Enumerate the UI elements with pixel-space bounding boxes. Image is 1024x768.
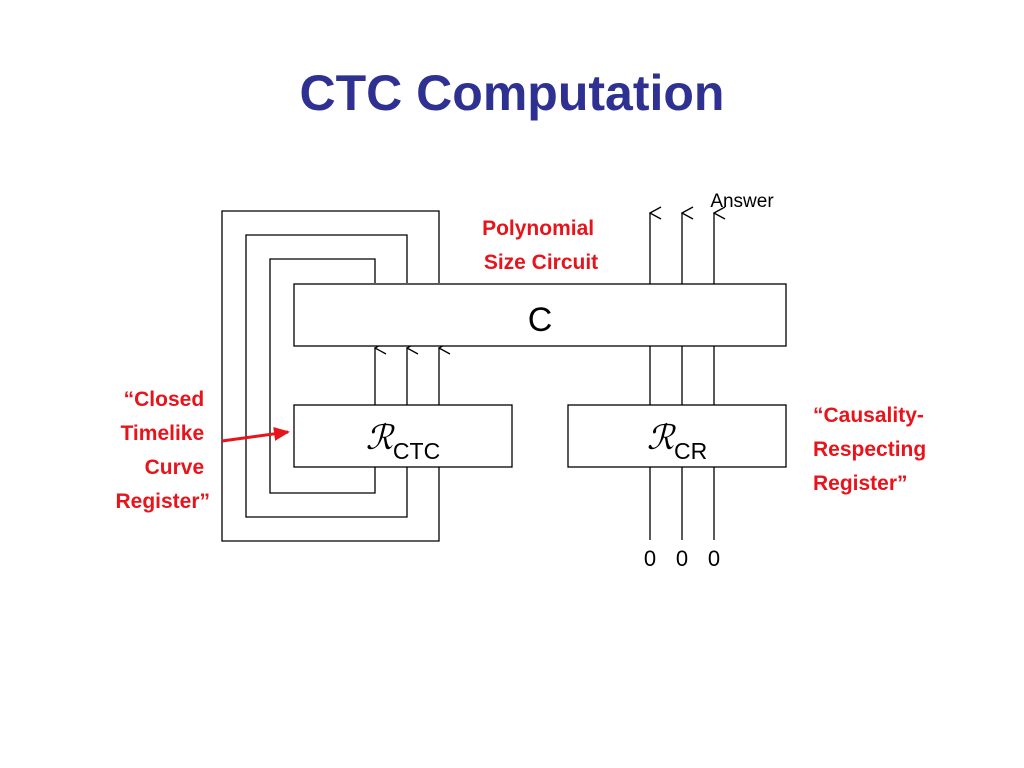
ctc-loop-inner	[269, 258, 376, 494]
answer-label: Answer	[710, 191, 774, 212]
ctc-register-annotation: “Closed Timelike Curve Register”	[115, 388, 210, 513]
register-ctc-label: ℛCTC	[366, 418, 440, 464]
input-zeros: 0 0 0	[644, 546, 720, 571]
register-ctc-box	[293, 404, 513, 468]
ctc-annotation-line-1: “Closed	[124, 388, 205, 411]
cr-annotation-line-2: Respecting	[813, 438, 926, 461]
ctc-loop-middle	[245, 234, 408, 518]
ctc-annotation-line-3: Curve	[145, 456, 205, 479]
register-cr-box	[567, 404, 787, 468]
ctc-annotation-line-4: Register”	[115, 490, 210, 513]
polynomial-label: Polynomial Size Circuit	[482, 217, 600, 274]
register-ctc-subscript: CTC	[393, 438, 440, 464]
register-ctc-symbol: ℛ	[366, 418, 396, 458]
slide-title: CTC Computation	[299, 65, 725, 121]
cr-wires	[650, 213, 714, 540]
gate-c-label: C	[528, 301, 553, 339]
cr-annotation-line-1: “Causality-	[813, 404, 924, 427]
input-zero-3: 0	[708, 546, 720, 571]
polynomial-label-line-1: Polynomial	[482, 217, 594, 240]
gate-c-box	[293, 283, 787, 347]
input-zero-1: 0	[644, 546, 656, 571]
ctc-pointer-arrow	[221, 426, 290, 443]
register-cr-label: ℛCR	[647, 418, 707, 464]
input-zero-2: 0	[676, 546, 688, 571]
register-cr-subscript: CR	[674, 438, 707, 464]
register-cr-symbol: ℛ	[647, 418, 677, 458]
gate-c: C	[293, 283, 787, 347]
ctc-feedback-loops	[221, 210, 440, 542]
ctc-annotation-line-2: Timelike	[120, 422, 204, 445]
cr-annotation-line-3: Register”	[813, 472, 908, 495]
register-cr: ℛCR	[567, 404, 787, 468]
ctc-loop-outer	[221, 210, 440, 542]
ctc-to-gate-wires	[375, 348, 439, 405]
register-ctc: ℛCTC	[293, 404, 513, 468]
cr-register-annotation: “Causality- Respecting Register”	[813, 404, 932, 495]
polynomial-label-line-2: Size Circuit	[484, 251, 598, 274]
